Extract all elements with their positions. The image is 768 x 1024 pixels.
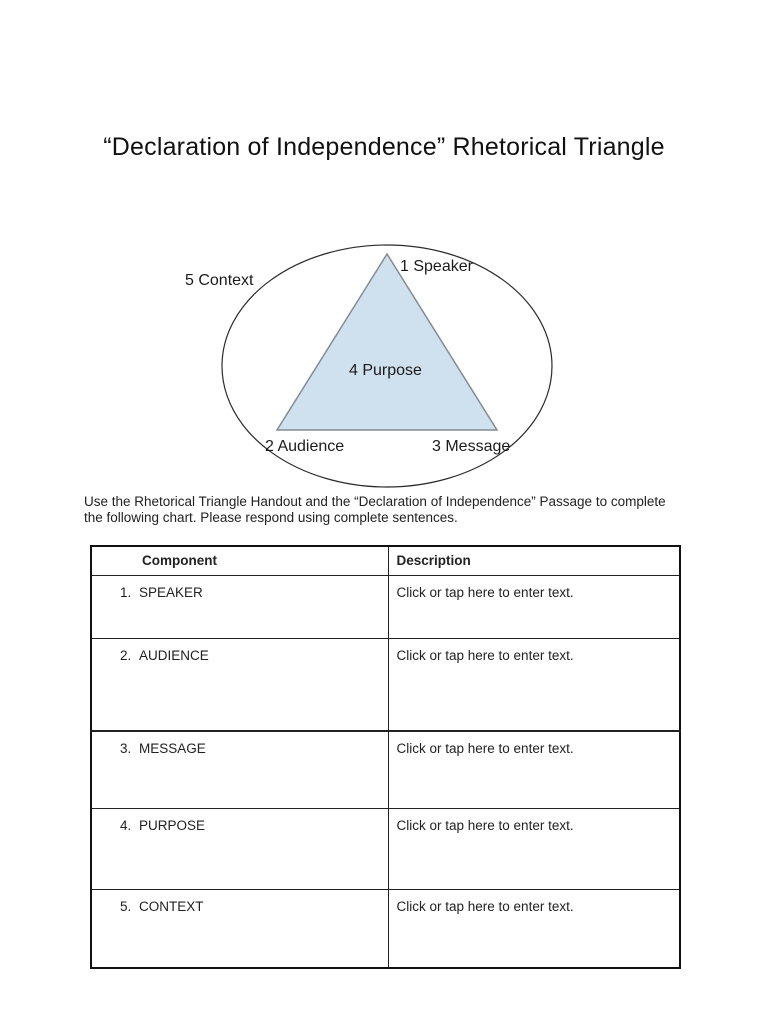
row-number: 3. [120,741,132,756]
table-header-row: Component Description [90,545,681,576]
label-audience: 2 Audience [265,438,345,455]
description-placeholder-speaker[interactable]: Click or tap here to enter text. [387,574,681,639]
label-message: 3 Message [432,438,511,455]
rhetorical-triangle-outline [275,252,499,431]
table-row-audience: 2. AUDIENCE Click or tap here to enter te… [90,637,681,732]
column-header-description: Description [387,545,681,576]
rhetorical-triangle-shape [277,254,497,430]
table-row-message: 3. MESSAGE Click or tap here to enter tex… [90,730,681,809]
label-context: 5 Context [185,272,254,289]
table-row-speaker: 1. SPEAKER Click or tap here to enter tex… [90,574,681,639]
component-label: PURPOSE [139,817,206,833]
instructions-text: Use the Rhetorical Triangle Handout and … [84,494,666,525]
description-placeholder-audience[interactable]: Click or tap here to enter text. [387,637,681,732]
components-table: Component Description 1. SPEAKER Click or… [90,545,681,969]
column-header-component: Component [90,545,389,576]
label-purpose: 4 Purpose [349,362,422,379]
label-speaker: 1 Speaker [400,258,473,275]
description-placeholder-context[interactable]: Click or tap here to enter text. [387,888,681,969]
component-label: MESSAGE [139,741,206,756]
component-label: SPEAKER [139,584,203,600]
row-number: 5. [120,898,132,914]
table-row-purpose: 4. PURPOSE Click or tap here to enter tex… [90,807,681,890]
component-label: CONTEXT [139,898,204,914]
row-number: 4. [120,817,132,833]
description-placeholder-message[interactable]: Click or tap here to enter text. [387,730,681,809]
page-title: “Declaration of Independence” Rhetorical… [103,133,665,161]
component-cell-audience: 2. AUDIENCE [90,637,389,732]
component-cell-context: 5. CONTEXT [90,888,389,969]
row-number: 2. [120,647,132,663]
component-cell-message: 3. MESSAGE [90,730,389,809]
component-label: AUDIENCE [139,647,209,663]
table-row-context: 5. CONTEXT Click or tap here to enter tex… [90,888,681,969]
component-cell-purpose: 4. PURPOSE [90,807,389,890]
description-placeholder-purpose[interactable]: Click or tap here to enter text. [387,807,681,890]
component-cell-speaker: 1. SPEAKER [90,574,389,639]
row-number: 1. [120,584,132,600]
